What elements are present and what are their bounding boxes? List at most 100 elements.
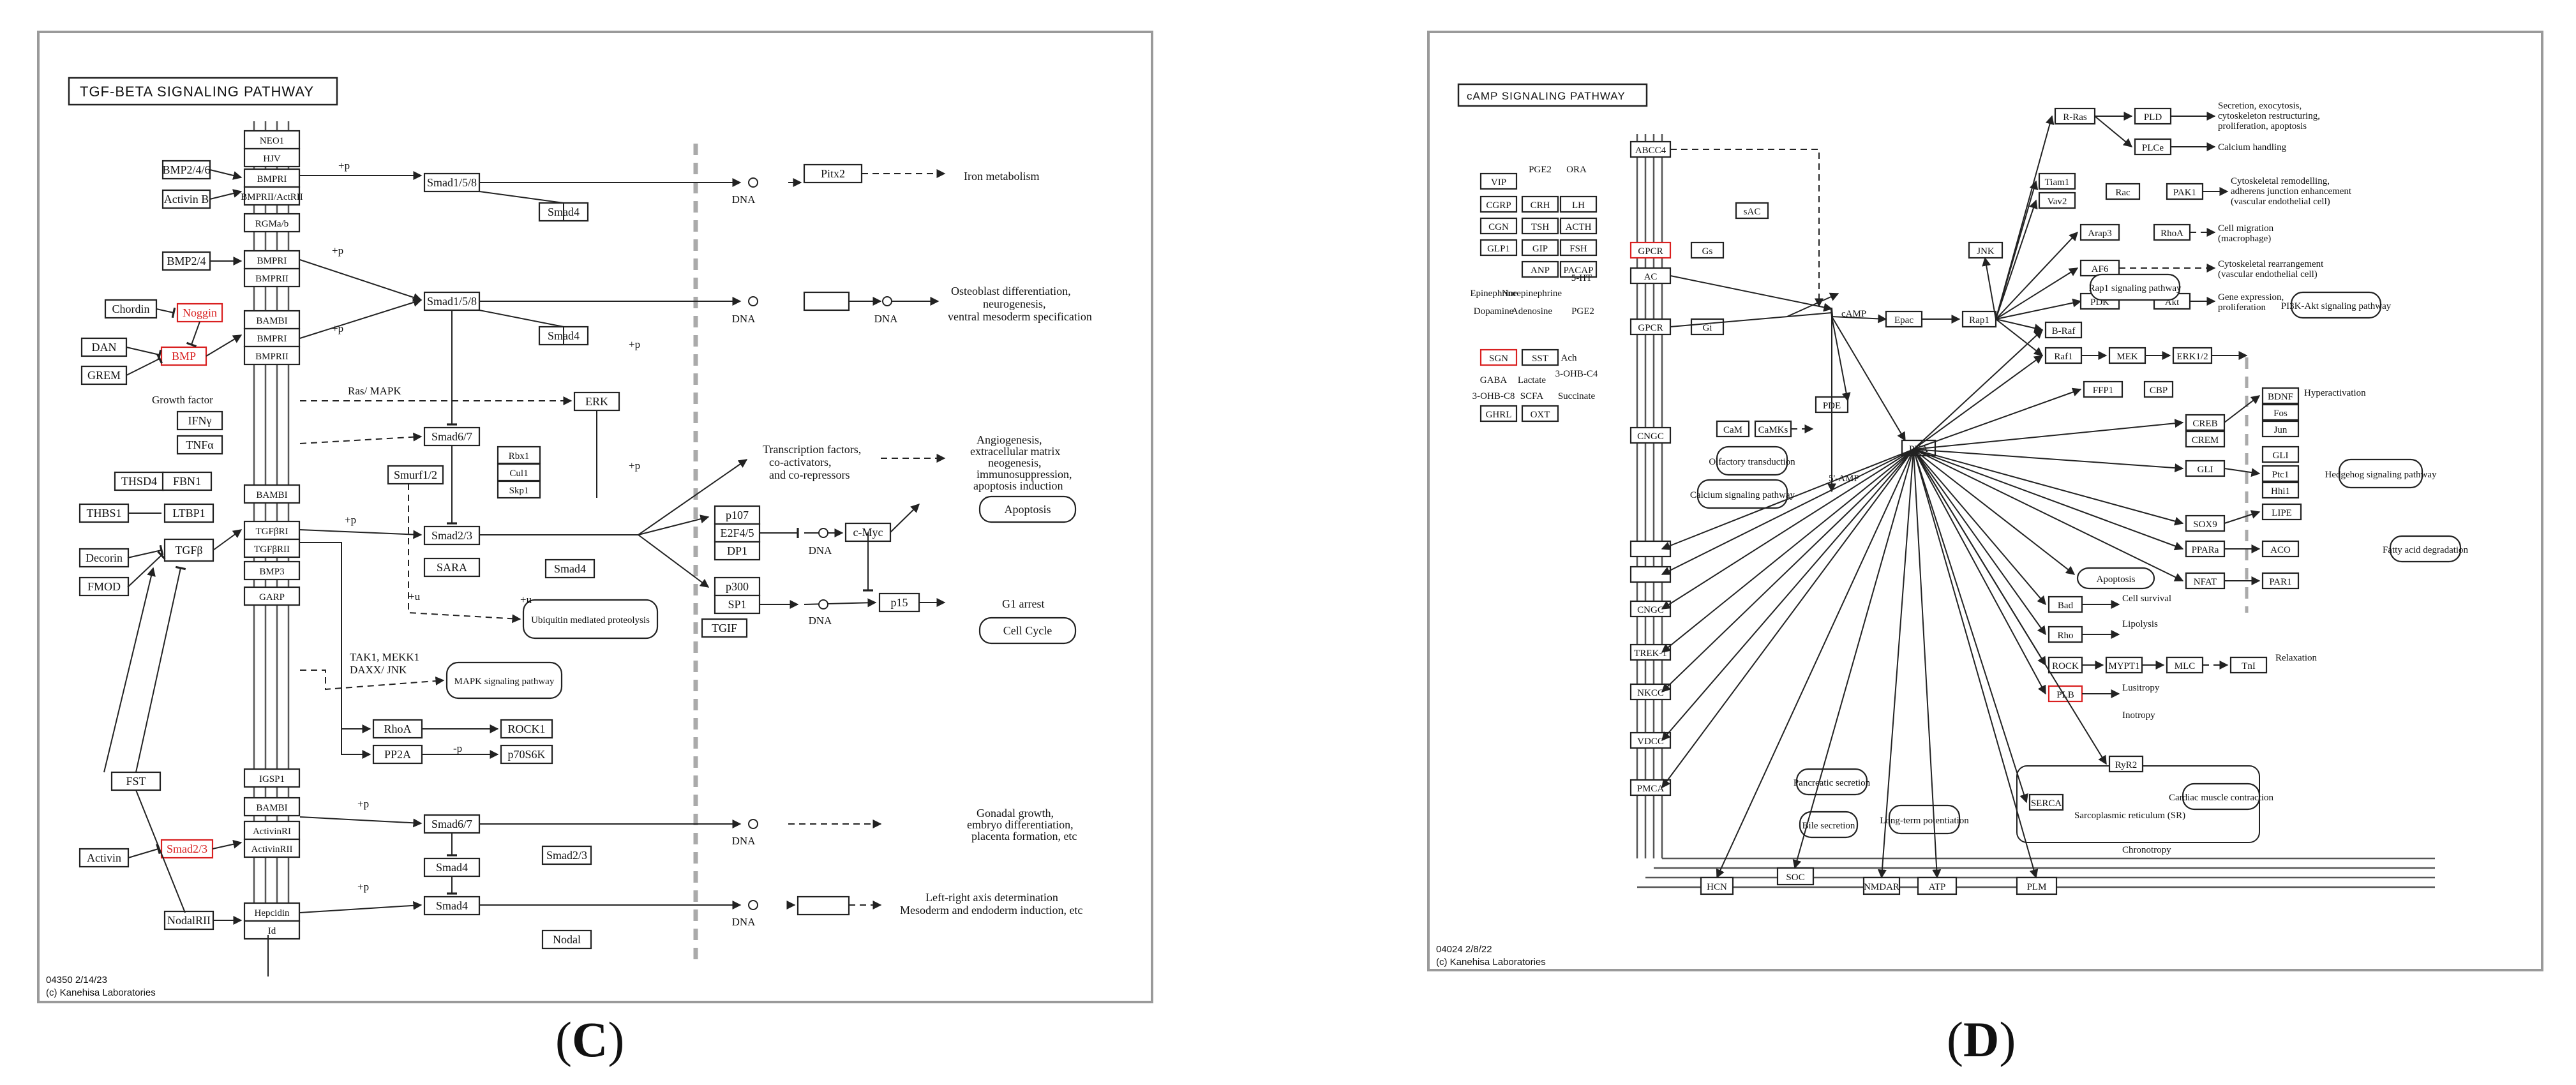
node-thsd4: THSD4 xyxy=(114,471,165,491)
node-mapk-signaling-pathway: MAPK signaling pathway xyxy=(446,661,563,700)
node-neo1: NEO1 xyxy=(243,130,301,150)
node-ppara: PPARa xyxy=(2185,540,2226,558)
node-label: Rap1 signaling pathway xyxy=(2089,283,2182,294)
text-extracellular-matrix: extracellular matrix xyxy=(970,445,1060,458)
panel-d-label-open: ( xyxy=(1947,1012,1963,1067)
edge xyxy=(212,839,243,849)
node-label: ERK1/2 xyxy=(2176,352,2208,362)
node-label: BMPRII xyxy=(255,274,288,284)
text-ach: Ach xyxy=(1561,353,1577,363)
node-hcn: HCN xyxy=(1700,876,1734,895)
edge xyxy=(1913,449,2039,879)
edge xyxy=(2094,116,2133,147)
edge xyxy=(300,542,371,759)
text-hyperactivation: Hyperactivation xyxy=(2304,388,2366,398)
text-vascular-endothelial-cell: (vascular endothelial cell) xyxy=(2218,269,2318,280)
text-3-ohb-c4: 3-OHB-C4 xyxy=(1555,369,1598,379)
edge xyxy=(638,534,710,588)
node-label: GLP1 xyxy=(1487,244,1510,254)
node-label: SARA xyxy=(437,561,467,574)
node-label: AF6 xyxy=(2092,264,2109,274)
node-label: ActivinRII xyxy=(251,844,293,855)
node-label: NFAT xyxy=(2194,577,2217,587)
node-label: Id xyxy=(268,926,276,936)
node-olfactory-transduction: Olfactory transduction xyxy=(1709,445,1795,476)
text-p: +p xyxy=(357,798,369,810)
text-pge2: PGE2 xyxy=(1571,306,1594,317)
panel-c-label-open: ( xyxy=(555,1012,572,1067)
edge xyxy=(2224,510,2261,524)
node-cardiac-muscle-contraction: Cardiac muscle contraction xyxy=(2169,782,2274,811)
node-activin: Activin xyxy=(79,848,130,868)
edge xyxy=(2224,468,2261,477)
node-label: RyR2 xyxy=(2115,760,2137,770)
text-norepinephrine: Norepinephrine xyxy=(1502,288,1562,299)
edge xyxy=(1995,231,2078,320)
node-smad6-7: Smad6/7 xyxy=(423,426,481,447)
node-label: HJV xyxy=(263,154,281,164)
text-co-activators: co-activators, xyxy=(769,456,831,468)
text-scfa: SCFA xyxy=(1520,391,1544,401)
edge xyxy=(127,544,164,558)
node-label: R-Ras xyxy=(2063,112,2087,123)
node-id: Id xyxy=(243,920,301,940)
edge xyxy=(1716,449,1914,879)
node-label: RhoA xyxy=(2160,228,2183,239)
node-tsh: TSH xyxy=(1521,217,1559,235)
node-undefined xyxy=(1629,540,1672,558)
panel-c-edges xyxy=(103,169,946,976)
node-cngc: CNGC xyxy=(1629,600,1672,618)
node-cam: CaM xyxy=(1716,420,1750,438)
node-ifn: IFNγ xyxy=(176,410,223,431)
node-gip: GIP xyxy=(1521,239,1559,257)
text-p: +p xyxy=(332,244,343,257)
panel-d-label-close: ) xyxy=(1999,1012,2016,1067)
node-label: LIPE xyxy=(2272,508,2292,518)
text-adenosine: Adenosine xyxy=(1511,306,1552,317)
text-mesoderm-and-endoderm-induction-etc: Mesoderm and endoderm induction, etc xyxy=(900,904,1082,917)
text-gaba: GABA xyxy=(1480,375,1508,385)
node-label: PLD xyxy=(2144,112,2162,123)
node-label: Smad2/3 xyxy=(546,849,587,862)
edge xyxy=(135,565,186,773)
panel-c-nodes: NEO1HJVBMPRIBMPRII/ActRIIRGMa/bBMPRIBMPR… xyxy=(79,130,1077,950)
text-cell-survival: Cell survival xyxy=(2122,594,2171,604)
node-label: Smad2/3 xyxy=(167,842,207,855)
edge xyxy=(479,310,564,345)
node-label: Hhi1 xyxy=(2271,486,2290,497)
node-label: Epac xyxy=(1894,315,1913,326)
node-fos: Fos xyxy=(2261,403,2300,421)
node-bdnf: BDNF xyxy=(2261,387,2300,405)
edge xyxy=(1995,199,2038,320)
node-bmprii: BMPRII xyxy=(243,345,301,366)
text-vascular-endothelial-cell: (vascular endothelial cell) xyxy=(2231,197,2330,207)
node-label: FST xyxy=(126,775,146,788)
edge xyxy=(1913,449,2076,575)
node-b-raf: B-Raf xyxy=(2044,321,2083,339)
node-chordin: Chordin xyxy=(104,299,158,319)
text-p: -p xyxy=(453,742,462,754)
node-label: TREK-1 xyxy=(1634,648,1667,659)
node-label: SOX9 xyxy=(2193,520,2217,530)
node-nkcc: NKCC xyxy=(1629,683,1672,701)
edge xyxy=(1995,298,2082,320)
node-jun: Jun xyxy=(2261,420,2300,438)
edge xyxy=(1995,318,2044,333)
node-label: Gs xyxy=(1702,246,1713,257)
node-label: NKCC xyxy=(1637,688,1664,698)
node-label: HCN xyxy=(1707,882,1727,892)
node-fatty-acid-degradation: Fatty acid degradation xyxy=(2383,535,2469,563)
edge xyxy=(128,843,161,858)
node-label: Fos xyxy=(2273,408,2288,419)
text-dna: DNA xyxy=(732,313,756,325)
node-label: Bile secretion xyxy=(1802,821,1855,831)
text-p: +p xyxy=(357,881,369,893)
edge xyxy=(1661,449,1914,550)
node-label: E2F4/5 xyxy=(720,527,754,539)
node-label: ACO xyxy=(2270,545,2291,555)
node-label: TSH xyxy=(1531,222,1550,232)
node-rock1: ROCK1 xyxy=(500,719,553,739)
node-undefined xyxy=(1629,565,1672,583)
edge xyxy=(1913,449,2184,526)
node-label: ATP xyxy=(1929,882,1946,892)
